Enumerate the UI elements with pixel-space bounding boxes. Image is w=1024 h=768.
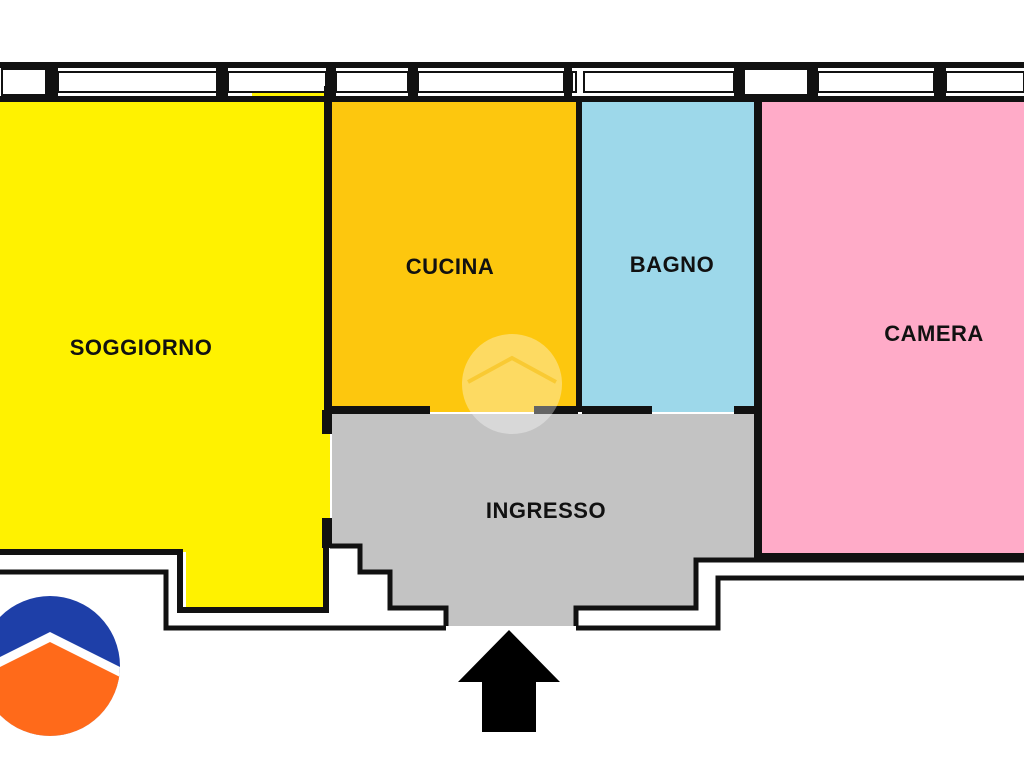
wall-top-outer [0,62,1024,68]
wall-top-inner [0,96,1024,102]
room-cucina [330,102,578,412]
label-soggiorno: SOGGIORNO [70,335,213,360]
wall-camera-ingresso [754,406,762,560]
top-windows [1,68,1024,96]
label-ingresso: INGRESSO [486,498,606,523]
room-bagno [582,102,756,412]
room-camera [762,96,1024,556]
house-logo-icon [0,596,120,736]
wall-bagno-camera [754,100,762,412]
wall-soggiorno-cucina [324,86,332,410]
label-camera: CAMERA [884,321,984,346]
entrance-arrow-icon [458,630,560,732]
room-ingresso [332,414,756,626]
label-cucina: CUCINA [406,254,495,279]
room-soggiorno [0,86,330,608]
watermark-house-icon [462,334,562,434]
walls [0,62,1024,631]
label-bagno: BAGNO [630,252,714,277]
top-piers [46,62,946,102]
wall-cucina-bagno [576,100,582,412]
